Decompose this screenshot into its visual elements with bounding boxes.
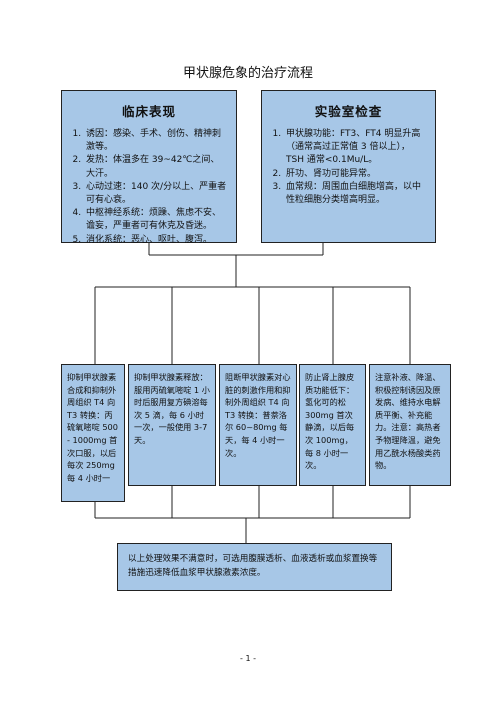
treatment-box-5: 注意补液、降温、积极控制诱因及原发病、维持水电解质平衡、补充能力。注意：高热者予… bbox=[369, 364, 451, 486]
lab-list: 甲状腺功能：FT3、FT4 明显升高（通常高过正常值 3 倍以上），TSH 通常… bbox=[262, 128, 435, 207]
list-item: 诱因：感染、手术、创伤、精神刺激等。 bbox=[84, 128, 228, 154]
treatment-box-3: 阻断甲状腺素对心脏的刺激作用和抑制外周组织 T4 向 T3 转换：普萘洛尔 60… bbox=[219, 364, 297, 486]
list-item: 消化系统：恶心、呕吐、腹泻。 bbox=[84, 234, 228, 247]
lab-heading: 实验室检查 bbox=[314, 104, 383, 119]
list-item: 中枢神经系统：烦躁、焦虑不安、谵妄，严重者可有休克及昏迷。 bbox=[84, 207, 228, 233]
treatment-box-4: 防止肾上腺皮质功能低下：氢化可的松 300mg 首次静滴，以后每次 100mg，… bbox=[299, 364, 366, 486]
list-item: 发热：体温多在 39~42℃之间、大汗。 bbox=[84, 154, 228, 180]
lab-tests-box: 实验室检查 甲状腺功能：FT3、FT4 明显升高（通常高过正常值 3 倍以上），… bbox=[261, 90, 436, 243]
list-item: 肝功、肾功可能异常。 bbox=[284, 168, 427, 181]
page-number: - 1 - bbox=[240, 654, 256, 663]
clinical-heading: 临床表现 bbox=[121, 104, 176, 119]
treatment-box-1: 抑制甲状腺素合成和抑制外周组织 T4 向 T3 转换：丙硫氧嘧啶 500 - 1… bbox=[61, 364, 125, 502]
list-item: 甲状腺功能：FT3、FT4 明显升高（通常高过正常值 3 倍以上），TSH 通常… bbox=[284, 128, 427, 168]
list-item: 心动过速：140 次/分以上、严重者可有心衰。 bbox=[84, 181, 228, 207]
clinical-manifestations-box: 临床表现 诱因：感染、手术、创伤、精神刺激等。 发热：体温多在 39~42℃之间… bbox=[61, 90, 237, 245]
page-title: 甲状腺危象的治疗流程 bbox=[182, 66, 313, 81]
list-item: 血常规：周围血白细胞增高，以中性粒细胞分类增高明显。 bbox=[284, 181, 427, 207]
clinical-list: 诱因：感染、手术、创伤、精神刺激等。 发热：体温多在 39~42℃之间、大汗。 … bbox=[62, 128, 236, 247]
treatment-box-2: 抑制甲状腺素释放：服用丙硫氧嘧啶 1 小时后服用复方碘溶每次 5 滴，每 6 小… bbox=[128, 364, 216, 486]
bottom-note-box: 以上处理效果不满意时，可选用腹膜透析、血液透析或血浆置换等措施迅速降低血浆甲状腺… bbox=[117, 543, 392, 591]
